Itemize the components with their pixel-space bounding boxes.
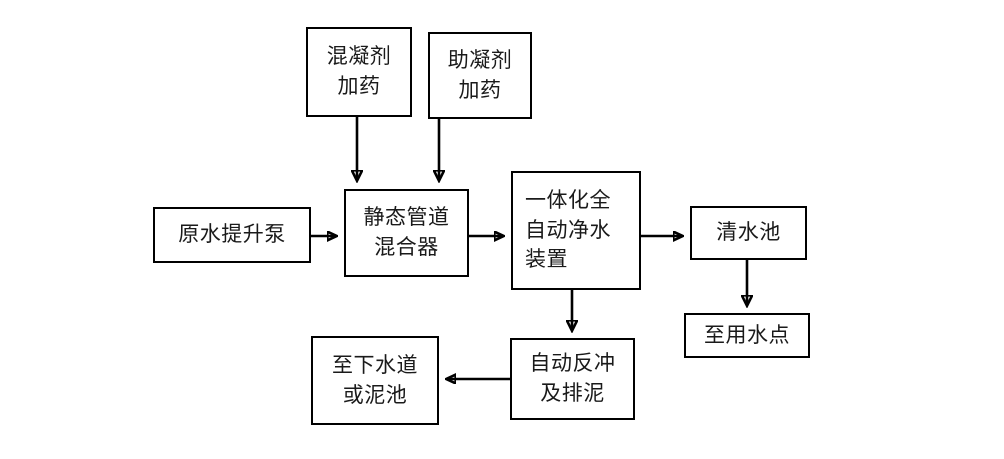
node-label-line: 自动净水 xyxy=(525,217,611,242)
node-raw-water-pump[interactable]: 原水提升泵 xyxy=(153,207,311,263)
node-coagulant-dosing[interactable]: 混凝剂 加药 xyxy=(306,27,412,117)
node-label-line: 加药 xyxy=(458,77,502,102)
node-clean-water-tank[interactable]: 清水池 xyxy=(690,206,807,260)
node-label-line: 原水提升泵 xyxy=(178,222,286,247)
node-label-line: 或泥池 xyxy=(342,382,408,407)
node-label-line: 混凝剂 xyxy=(326,44,392,69)
node-label-line: 至下水道 xyxy=(332,352,418,377)
node-label-line: 静态管道 xyxy=(363,205,450,230)
node-auto-backwash-sludge[interactable]: 自动反冲 及排泥 xyxy=(510,338,635,420)
node-flocculant-dosing[interactable]: 助凝剂 加药 xyxy=(428,32,532,119)
node-label-line: 及排泥 xyxy=(540,381,605,405)
node-label-line: 清水池 xyxy=(716,220,781,245)
node-label-line: 自动反冲 xyxy=(529,351,616,376)
node-static-pipe-mixer[interactable]: 静态管道 混合器 xyxy=(344,189,469,277)
node-integrated-auto-water-purifier[interactable]: 一体化全 自动净水 装置 xyxy=(511,171,641,290)
node-label-line: 加药 xyxy=(337,74,381,98)
node-label-line: 一体化全 xyxy=(525,187,611,212)
node-label-line: 至用水点 xyxy=(704,322,790,347)
node-label-line: 混合器 xyxy=(374,235,439,259)
node-label-line: 装置 xyxy=(525,247,568,272)
node-to-sewer-or-sludge-pit[interactable]: 至下水道 或泥池 xyxy=(311,336,439,425)
node-to-water-use-point[interactable]: 至用水点 xyxy=(684,313,810,358)
node-label-line: 助凝剂 xyxy=(447,47,513,72)
